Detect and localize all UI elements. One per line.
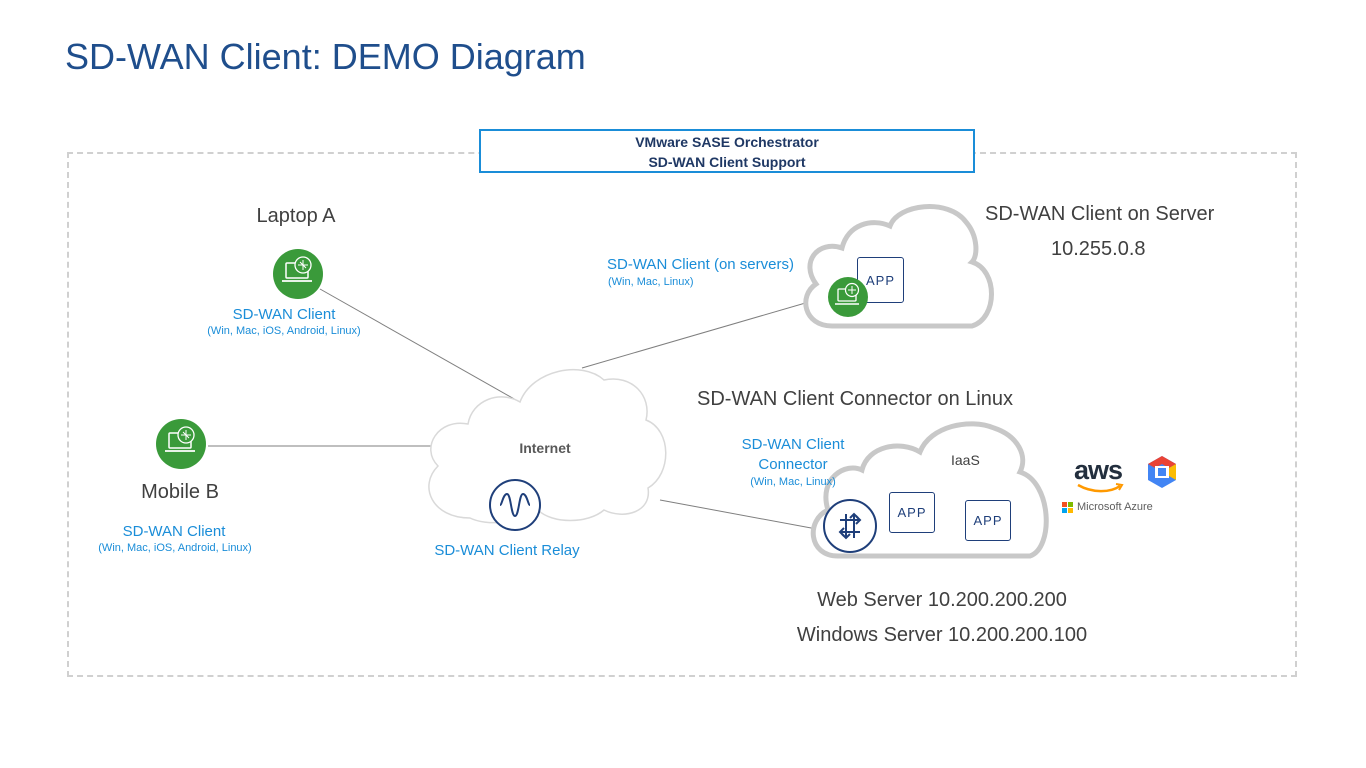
internet-label: Internet bbox=[519, 440, 571, 456]
link-internet-server bbox=[581, 296, 827, 369]
mobile-b-platforms: (Win, Mac, iOS, Android, Linux) bbox=[98, 542, 252, 554]
relay-node bbox=[488, 478, 542, 532]
linux-app-box-1: APP bbox=[889, 492, 935, 533]
relay-label: SD-WAN Client Relay bbox=[434, 542, 580, 559]
internet-cloud bbox=[428, 368, 667, 524]
laptop-icon bbox=[835, 282, 860, 305]
connector-line2: Connector bbox=[758, 456, 828, 473]
linux-app-box-2: APP bbox=[965, 500, 1011, 541]
laptop-icon bbox=[165, 426, 195, 452]
server-client-label: SD-WAN Client (on servers) bbox=[607, 256, 794, 273]
aws-logo: aws bbox=[1074, 455, 1123, 485]
laptop-a-platforms: (Win, Mac, iOS, Android, Linux) bbox=[207, 325, 361, 337]
connector-platforms: (Win, Mac, Linux) bbox=[750, 476, 836, 488]
mobile-b-name: Mobile B bbox=[141, 481, 219, 503]
link-laptop-internet bbox=[319, 288, 517, 401]
google-cloud-icon bbox=[1148, 456, 1176, 488]
laptop-a-client-label: SD-WAN Client bbox=[232, 306, 336, 323]
connector-line1: SD-WAN Client bbox=[741, 436, 845, 453]
iaas-label: IaaS bbox=[951, 452, 980, 468]
orchestrator-line1: VMware SASE Orchestrator bbox=[635, 134, 819, 150]
server-platforms: (Win, Mac, Linux) bbox=[608, 276, 694, 288]
microsoft-logo-icon bbox=[1062, 502, 1074, 514]
orchestrator-box: VMware SASE Orchestrator SD-WAN Client S… bbox=[479, 129, 975, 173]
laptop-icon bbox=[282, 256, 312, 282]
server-heading: SD-WAN Client on Server bbox=[985, 203, 1215, 225]
page-title: SD-WAN Client: DEMO Diagram bbox=[65, 36, 586, 77]
laptop-a-name: Laptop A bbox=[256, 205, 336, 227]
link-internet-linux bbox=[659, 499, 823, 531]
windows-server-label: Windows Server 10.200.200.100 bbox=[796, 624, 1088, 646]
relay-wave-icon bbox=[489, 479, 541, 531]
router-arrows-icon bbox=[823, 499, 877, 553]
web-server-label: Web Server 10.200.200.200 bbox=[817, 589, 1067, 611]
mobile-b-node bbox=[156, 419, 206, 469]
orchestrator-line2: SD-WAN Client Support bbox=[648, 154, 806, 170]
mobile-b-client-label: SD-WAN Client bbox=[122, 523, 226, 540]
connector-router-node bbox=[822, 498, 878, 554]
server-client-node bbox=[828, 277, 868, 317]
linux-heading: SD-WAN Client Connector on Linux bbox=[697, 388, 1014, 410]
server-ip: 10.255.0.8 bbox=[1051, 238, 1146, 260]
azure-logo-text: Microsoft Azure bbox=[1077, 501, 1153, 513]
aws-smile-icon bbox=[1077, 483, 1124, 493]
laptop-a-node bbox=[273, 249, 323, 299]
